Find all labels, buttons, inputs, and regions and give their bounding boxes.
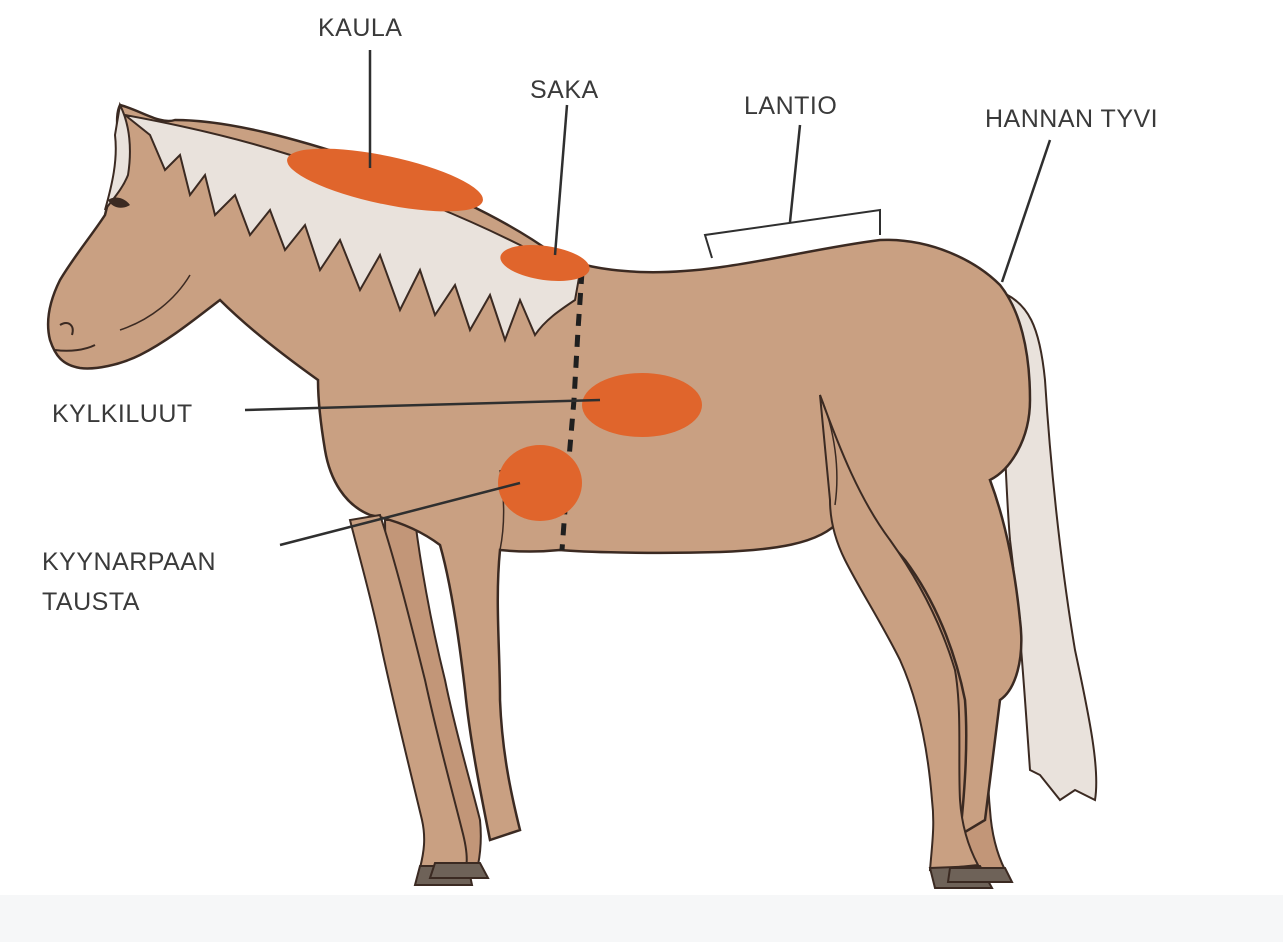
label-kaula: KAULA [318, 14, 402, 42]
label-hannan-tyvi: HANNAN TYVI [985, 105, 1158, 133]
marker-kyynarpaan-tausta [498, 445, 582, 521]
hoof-far-front [430, 863, 488, 878]
leader-lantio [790, 125, 800, 222]
marker-kylkiluut [582, 373, 702, 437]
label-saka: SAKA [530, 76, 599, 104]
hoof-far-hind [948, 868, 1012, 882]
leader-hannan-tyvi [1002, 140, 1050, 282]
label-kyynarpaan-line2: TAUSTA [42, 588, 140, 616]
label-kylkiluut: KYLKILUUT [52, 400, 193, 428]
label-lantio: LANTIO [744, 92, 837, 120]
label-kyynarpaan-line1: KYYNARPAAN [42, 548, 216, 576]
leader-saka [555, 105, 567, 255]
